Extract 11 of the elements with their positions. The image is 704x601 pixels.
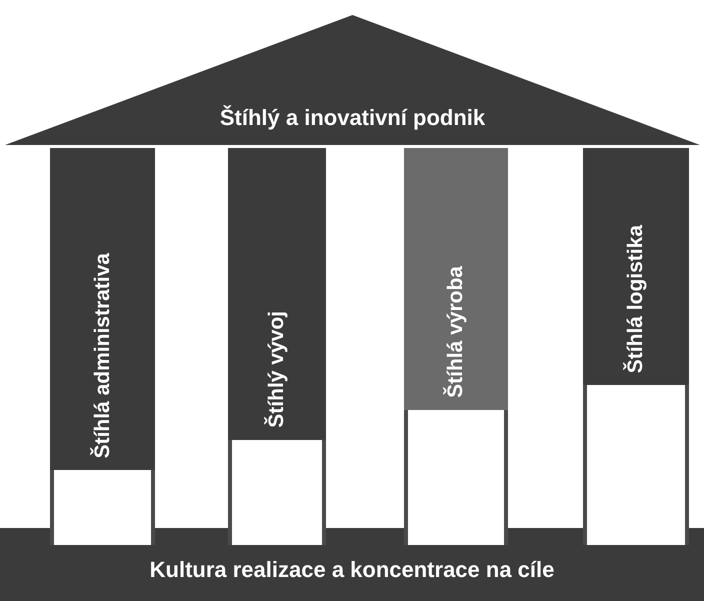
- pillar-label: Štíhlá administrativa: [90, 252, 114, 458]
- pillar-label: Štíhlá logistika: [624, 224, 648, 373]
- pillar: [583, 148, 689, 545]
- pillar: [404, 148, 508, 545]
- pillar: [228, 148, 326, 545]
- pillar-label: Štíhlá výroba: [444, 266, 468, 398]
- roof-triangle: [5, 15, 700, 145]
- pillar: [50, 148, 155, 545]
- roof-title: Štíhlý a inovativní podnik: [220, 105, 486, 131]
- pillar-label: Štíhlý vývoj: [265, 311, 289, 428]
- foundation-label: Kultura realizace a koncentrace na cíle: [150, 557, 554, 583]
